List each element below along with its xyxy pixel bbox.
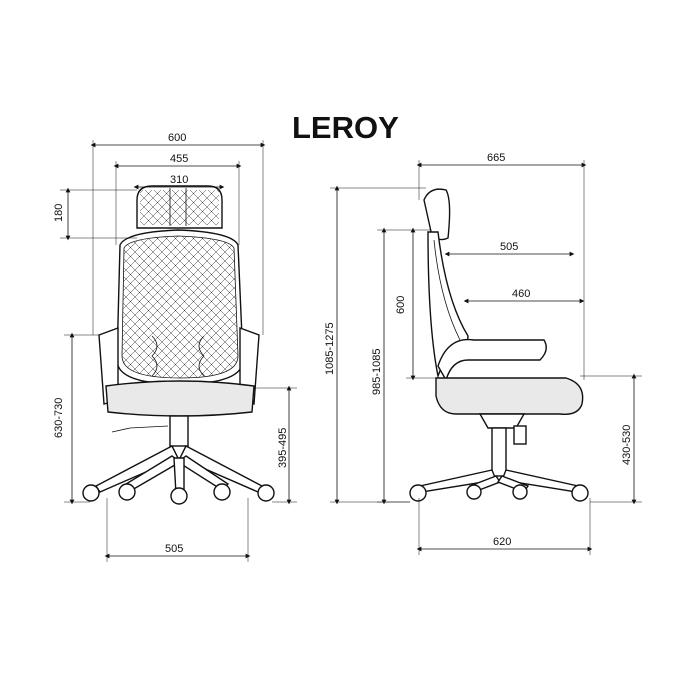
dim-headrest-height: 180 [53, 204, 65, 222]
seat-side [435, 377, 584, 415]
side-view: 665 505 460 600 1085-1275 985-1085 430-5… [324, 152, 642, 555]
product-title: LEROY [292, 110, 399, 145]
dim-width-headrest: 310 [170, 174, 188, 186]
gas-lift [169, 415, 189, 447]
dim-width-back: 455 [170, 153, 188, 165]
dim-seat-height-front: 395-495 [277, 428, 289, 468]
dim-base-depth: 620 [493, 536, 511, 548]
dim-total-height: 1085-1275 [324, 322, 336, 375]
dim-backrest-height: 600 [395, 296, 407, 314]
tilt-knob [513, 425, 527, 445]
front-view: 600 455 310 180 630-730 395-495 505 [53, 132, 297, 562]
dim-seat-height-side: 430-530 [621, 425, 633, 465]
backrest-front [116, 229, 244, 385]
dim-width-overall: 600 [168, 132, 186, 144]
casters-side [409, 484, 589, 502]
gas-lift-side [491, 427, 507, 477]
dim-height-range: 985-1085 [371, 349, 383, 396]
dim-depth-overall: 665 [487, 152, 505, 164]
armrest-side [437, 338, 547, 382]
seat-front [105, 380, 255, 417]
dim-base-width: 505 [165, 543, 183, 555]
dimension-lines-side [330, 160, 642, 555]
dim-armrest-height: 630-730 [53, 398, 65, 438]
dim-seat-depth: 460 [512, 288, 530, 300]
headrest [136, 185, 223, 229]
dimension-lines-front [60, 140, 297, 562]
star-base-front [94, 445, 264, 495]
dim-backrest-depth: 505 [500, 241, 518, 253]
casters-front [82, 483, 275, 505]
